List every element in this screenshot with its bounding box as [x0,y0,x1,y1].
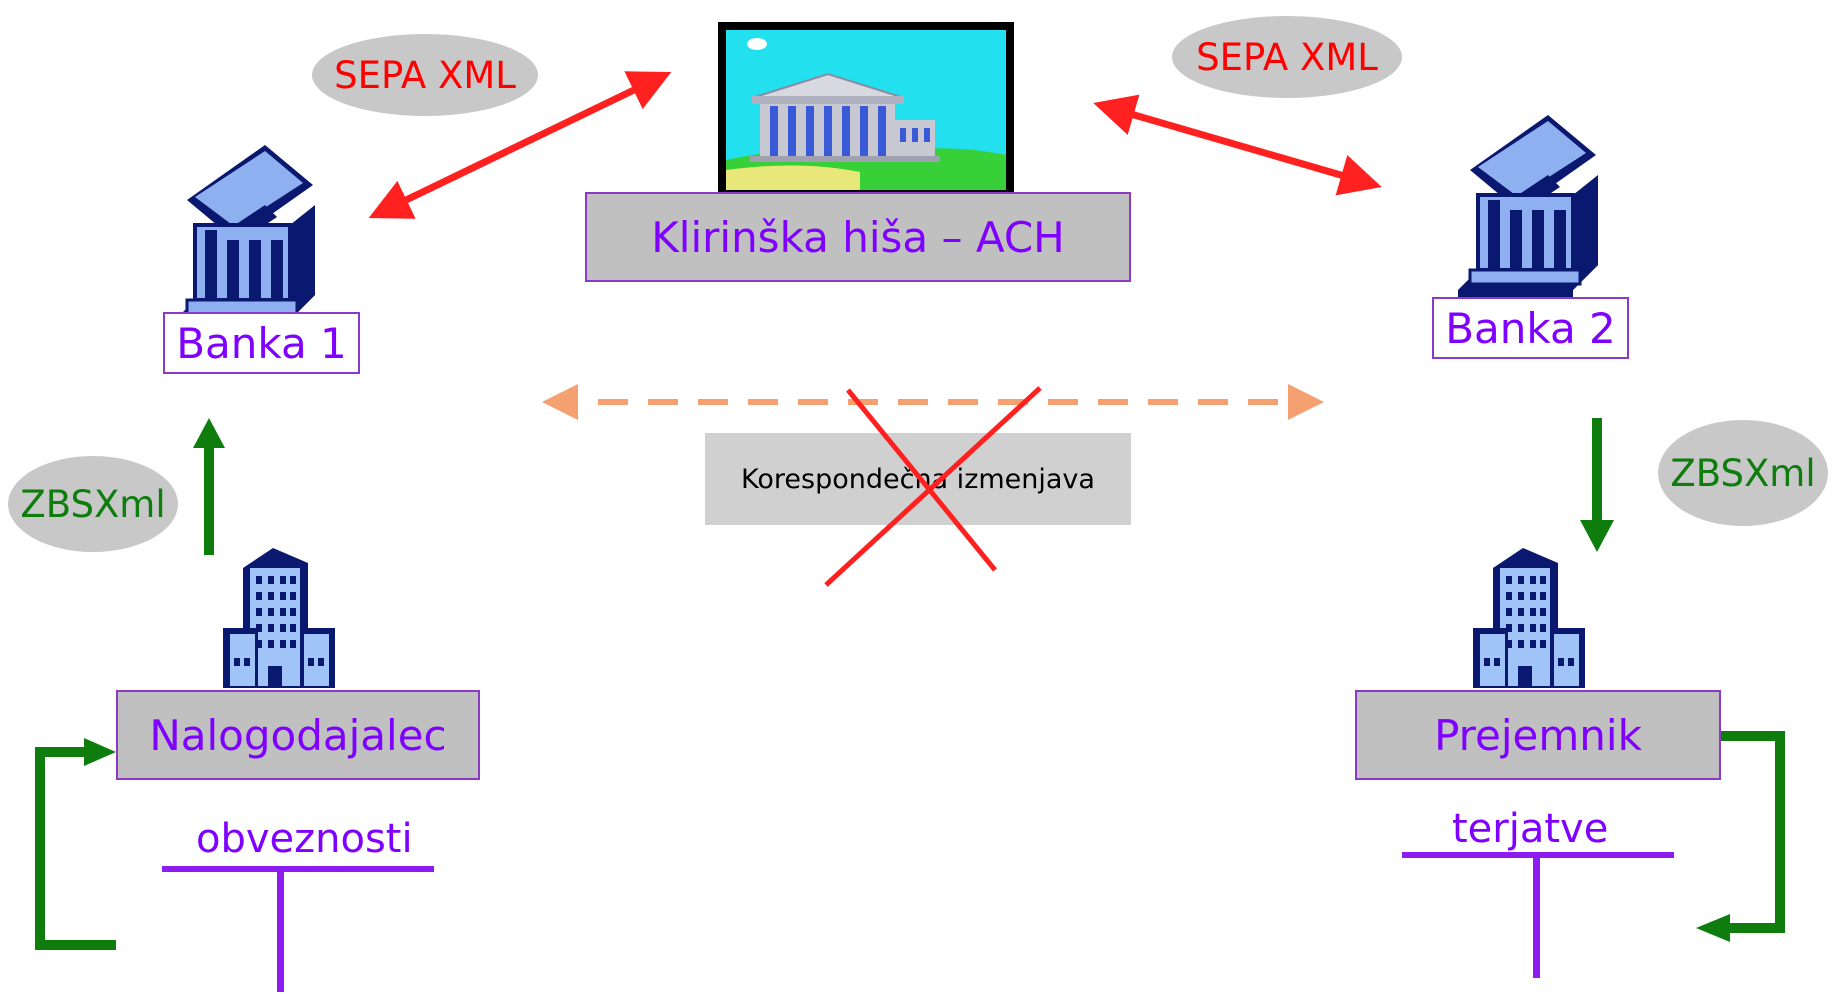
sender-label: Nalogodajalec [149,710,447,760]
sepa-arrow-right [1093,94,1382,196]
sepa-arrow-left [368,71,672,219]
t-account-left [162,866,434,992]
bank2-label: Banka 2 [1445,303,1616,353]
zbs-format-badge-left: ZBSXml [8,456,178,552]
receiver-node: Prejemnik [1355,690,1721,780]
loop-arrow-left [35,738,116,950]
correspondent-node: Korespondečna izmenjava [705,433,1131,525]
sender-node: Nalogodajalec [116,690,480,780]
sepa-format-label-left: SEPA XML [334,53,516,97]
courthouse-picture [718,22,1014,192]
zbs-format-label-right: ZBSXml [1670,451,1816,495]
zbs-format-label-left: ZBSXml [20,482,166,526]
zbs-arrow-up [193,418,225,555]
sepa-format-label-right: SEPA XML [1196,35,1378,79]
t-account-right [1402,852,1674,978]
bank1-label: Banka 1 [176,318,347,368]
receiver-label: Prejemnik [1434,710,1642,760]
zbs-arrow-down [1580,418,1614,552]
bank-building-icon [1458,115,1598,300]
zbs-format-badge-right: ZBSXml [1658,420,1828,526]
sepa-format-badge-left: SEPA XML [312,34,538,116]
bank1-node: Banka 1 [163,312,360,374]
account-label-left: obveznosti [196,816,413,862]
ach-label: Klirinška hiša – ACH [651,212,1065,262]
account-label-right: terjatve [1452,806,1609,852]
ach-node: Klirinška hiša – ACH [585,192,1131,282]
office-building-icon [1473,548,1585,688]
correspondent-label: Korespondečna izmenjava [741,463,1095,495]
sepa-format-badge-right: SEPA XML [1172,16,1402,98]
office-building-icon [223,548,335,688]
bank-building-icon [175,145,315,330]
bank2-node: Banka 2 [1432,297,1629,359]
loop-arrow-right [1696,731,1785,942]
